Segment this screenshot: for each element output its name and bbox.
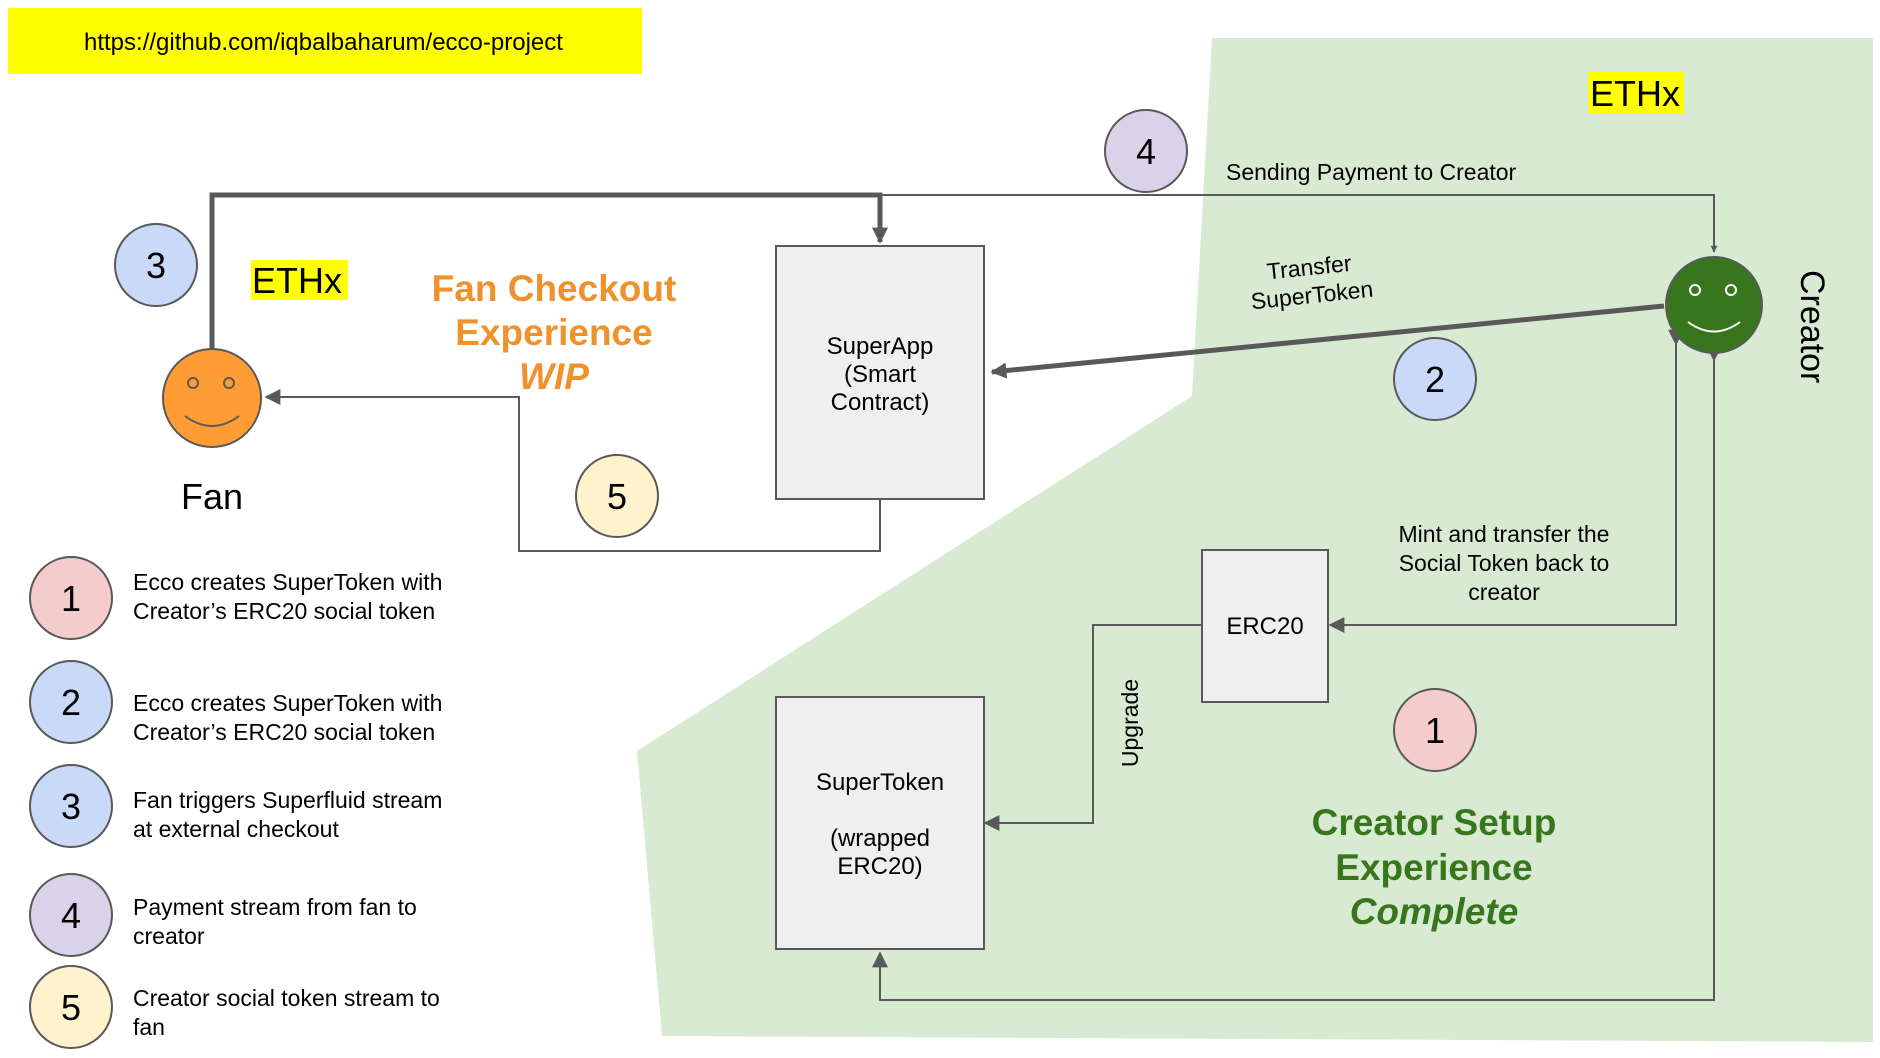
url-banner-text[interactable]: https://github.com/iqbalbaharum/ecco-pro… [84,29,563,56]
creator-setup-title-2: Experience [1335,847,1532,888]
svg-text:4: 4 [1136,131,1156,172]
legend-item-5-line-1: Creator social token stream to [133,985,440,1011]
connector-fan-to-superapp [209,192,888,360]
step-marker-1: 1 [1393,688,1477,772]
legend-item-2-line-2: Creator’s ERC20 social token [133,719,435,745]
legend-item-1-line-2: Creator’s ERC20 social token [133,598,435,624]
legend-item-2: 2 Ecco creates SuperToken with Creator’s… [29,660,442,745]
svg-text:3: 3 [146,245,166,286]
legend-item-2-line-1: Ecco creates SuperToken with [133,690,442,716]
superapp-label-1: SuperApp [827,333,934,360]
url-banner[interactable] [8,8,642,74]
edge-label-sending-payment: Sending Payment to Creator [1226,159,1517,185]
edge-label-upgrade: Upgrade [1117,679,1143,767]
superapp-label-2: (Smart [844,361,916,388]
creator-smiley-icon [1665,256,1763,354]
creator-setup-title-1: Creator Setup [1312,802,1557,843]
svg-text:1: 1 [61,578,81,619]
fan-checkout-title-2: Experience [455,312,652,353]
step-marker-2: 2 [1393,337,1477,421]
svg-text:2: 2 [1425,359,1445,400]
fan-smiley-icon [162,348,262,448]
erc20-label: ERC20 [1226,613,1303,640]
fan-checkout-title-1: Fan Checkout [432,268,677,309]
superapp-label-3: Contract) [831,389,930,416]
edge-label-mint-3: creator [1468,579,1540,605]
legend-item-1-line-1: Ecco creates SuperToken with [133,569,442,595]
erc20-box[interactable] [1201,549,1329,703]
svg-text:5: 5 [61,987,81,1028]
legend-item-5-line-2: fan [133,1014,165,1040]
legend-item-4: 4 Payment stream from fan to creator [29,873,417,957]
supertoken-label-1: SuperToken [816,769,944,796]
ethx-tag-creator: ETHx [1590,73,1680,114]
step-marker-5: 5 [575,454,659,538]
step-marker-3: 3 [114,223,198,307]
ethx-tag-fan: ETHx [252,260,342,301]
legend-item-3-line-2: at external checkout [133,816,339,842]
supertoken-label-3: (wrapped [830,825,930,852]
legend: 1 Ecco creates SuperToken with Creator’s… [29,556,442,1049]
svg-text:5: 5 [607,476,627,517]
supertoken-box[interactable] [775,696,985,950]
legend-item-3: 3 Fan triggers Superfluid stream at exte… [29,764,442,848]
legend-item-1: 1 Ecco creates SuperToken with Creator’s… [29,556,442,640]
ethx-tag-creator-bg [1588,72,1684,114]
svg-text:1: 1 [1425,710,1445,751]
edge-label-mint-1: Mint and transfer the [1399,521,1610,547]
legend-item-5: 5 Creator social token stream to fan [29,965,440,1049]
legend-item-4-line-2: creator [133,923,205,949]
edge-label-mint-2: Social Token back to [1399,550,1610,576]
supertoken-label-4: ERC20) [837,853,922,880]
fan-label: Fan [181,476,243,517]
svg-text:3: 3 [61,786,81,827]
step-marker-4: 4 [1104,109,1188,193]
ethx-tag-fan-bg [251,260,348,300]
svg-text:2: 2 [61,682,81,723]
legend-item-4-line-1: Payment stream from fan to [133,894,417,920]
creator-setup-status: Complete [1350,891,1519,932]
fan-checkout-status: WIP [519,356,589,397]
svg-text:4: 4 [61,895,81,936]
superapp-box[interactable] [775,245,985,500]
legend-item-3-line-1: Fan triggers Superfluid stream [133,787,442,813]
creator-label: Creator [1793,270,1831,383]
connector-creator-to-supertoken [872,345,1722,1001]
